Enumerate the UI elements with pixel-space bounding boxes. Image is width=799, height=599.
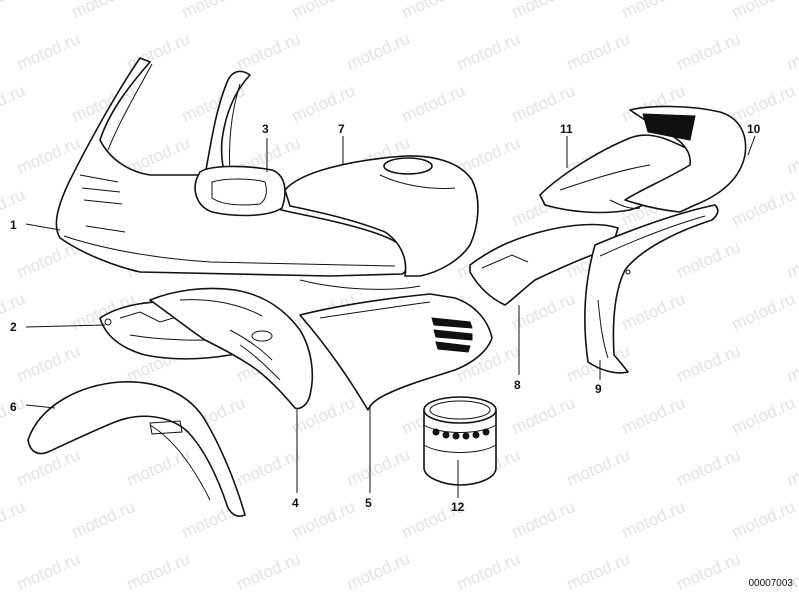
callout-3: 3 <box>262 122 269 136</box>
front-fender-part <box>27 381 246 517</box>
leader-lines <box>25 135 756 498</box>
callout-9: 9 <box>595 382 602 396</box>
callout-11: 11 <box>560 122 573 136</box>
side-panel-part <box>469 223 619 306</box>
fairing-cover-part <box>194 165 286 217</box>
drawing-code: 00007003 <box>748 578 794 589</box>
inner-fairing-panel-part <box>149 287 314 410</box>
callout-4: 4 <box>292 496 299 510</box>
callout-7: 7 <box>338 122 345 136</box>
callout-5: 5 <box>365 496 372 510</box>
callout-10: 10 <box>747 122 761 136</box>
lower-fairing-part <box>299 293 493 411</box>
callout-1: 1 <box>10 218 17 232</box>
callout-6: 6 <box>10 400 17 414</box>
rear-fender-part <box>584 204 719 374</box>
fuel-tank-part <box>284 155 479 290</box>
tin-label-band <box>432 428 490 440</box>
callout-12: 12 <box>451 500 465 514</box>
paint-tin-part <box>423 396 497 486</box>
callout-8: 8 <box>514 378 521 392</box>
rear-cowl-part <box>624 105 747 213</box>
callout-2: 2 <box>10 320 17 334</box>
callout-labels: 1 2 3 4 5 6 7 8 9 10 11 12 <box>10 122 761 514</box>
